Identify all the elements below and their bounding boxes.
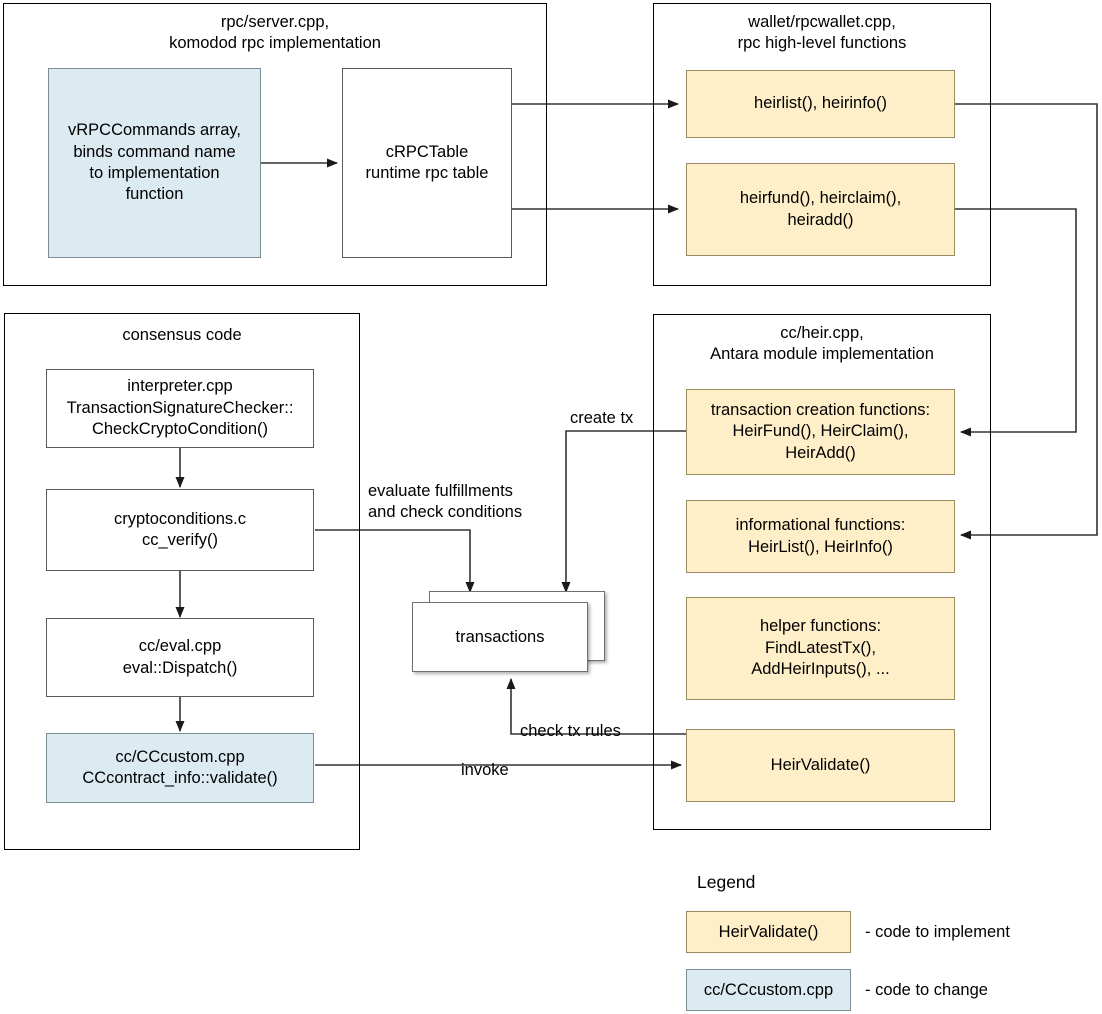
panel-rpc-wallet [653, 3, 991, 286]
edge-label-invoke: invoke [461, 761, 509, 779]
node-heirfund-heirclaim-heiradd[interactable]: heirfund(), heirclaim(), heiradd() [686, 163, 955, 256]
node-informational-functions[interactable]: informational functions: HeirList(), Hei… [686, 500, 955, 573]
node-crpctable[interactable]: cRPCTable runtime rpc table [342, 68, 512, 258]
panel-rpc-wallet-title: wallet/rpcwallet.cpp, rpc high-level fun… [737, 13, 907, 53]
node-transactions[interactable]: transactions [412, 602, 588, 672]
legend-description-code-to-implement: - code to implement [865, 923, 1010, 941]
node-interpreter[interactable]: interpreter.cpp TransactionSignatureChec… [46, 369, 314, 448]
node-heirvalidate[interactable]: HeirValidate() [686, 729, 955, 802]
panel-consensus-title: consensus code [122, 326, 242, 344]
node-cccustom[interactable]: cc/CCcustom.cpp CCcontract_info::validat… [46, 733, 314, 803]
node-helper-functions[interactable]: helper functions: FindLatestTx(), AddHei… [686, 597, 955, 700]
node-cryptoconditions[interactable]: cryptoconditions.c cc_verify() [46, 489, 314, 571]
edge-label-evaluate-fulfillments: evaluate fulfillments and check conditio… [368, 482, 523, 522]
legend-swatch-code-to-change: cc/CCcustom.cpp [686, 969, 851, 1011]
legend-title: Legend [697, 872, 756, 892]
panel-heir-module-title: cc/heir.cpp, Antara module implementatio… [710, 324, 934, 364]
node-transaction-creation-functions[interactable]: transaction creation functions: HeirFund… [686, 389, 955, 475]
edge-label-create-tx: create tx [570, 409, 634, 427]
panel-consensus [4, 313, 360, 850]
panel-rpc-server-title: rpc/server.cpp, komodod rpc implementati… [169, 13, 381, 53]
node-vrpccommands[interactable]: vRPCCommands array, binds command name t… [48, 68, 261, 258]
legend-description-code-to-change: - code to change [865, 981, 988, 999]
panel-heir-module [653, 314, 991, 830]
edge-label-check-tx-rules: check tx rules [520, 722, 621, 740]
node-heirlist-heirinfo[interactable]: heirlist(), heirinfo() [686, 70, 955, 138]
node-cc-eval[interactable]: cc/eval.cpp eval::Dispatch() [46, 618, 314, 697]
legend-swatch-code-to-implement: HeirValidate() [686, 911, 851, 953]
panel-rpc-server [3, 3, 547, 286]
